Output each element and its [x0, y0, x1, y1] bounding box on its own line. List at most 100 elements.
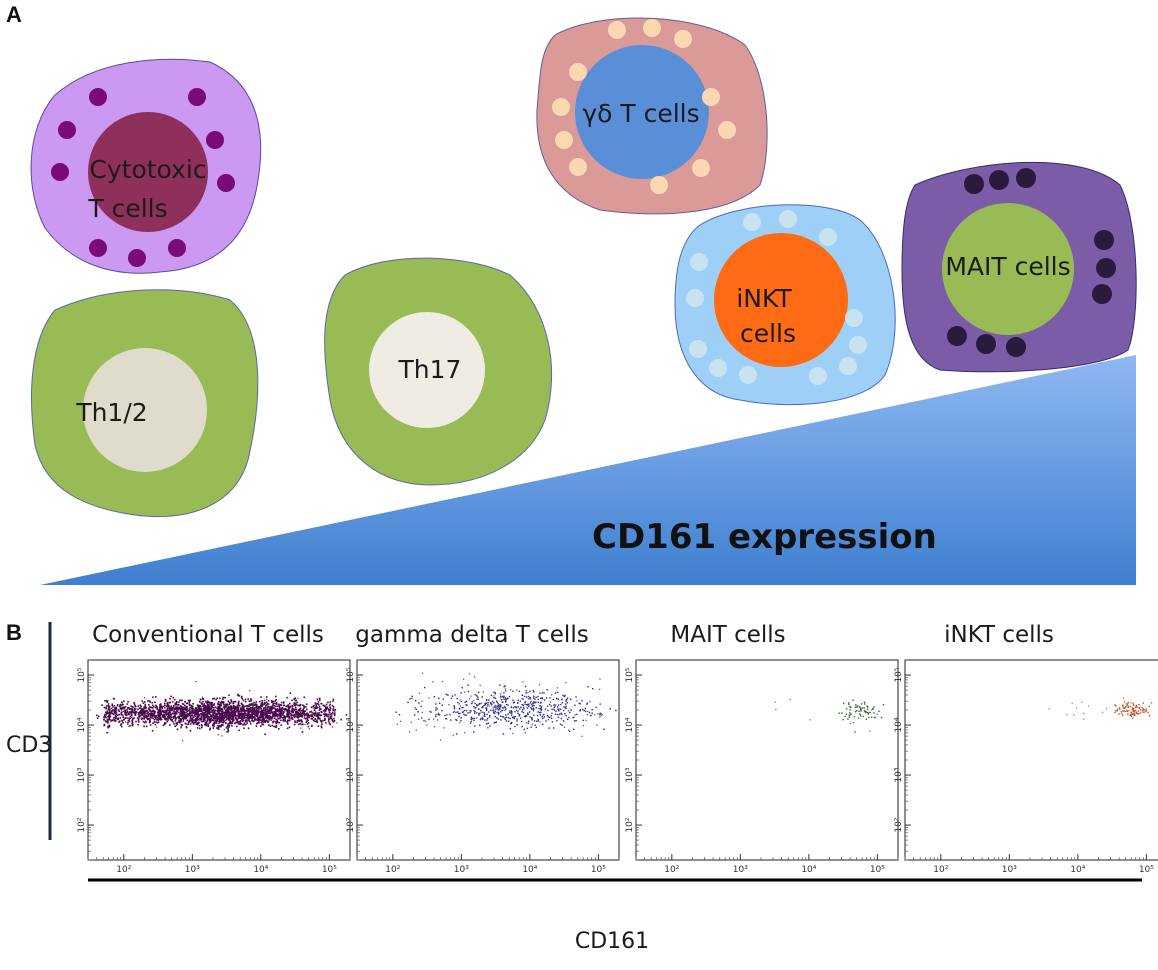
data-point	[872, 708, 874, 710]
data-point	[527, 698, 530, 700]
data-point	[138, 713, 140, 715]
data-point	[439, 702, 441, 704]
data-point	[849, 705, 851, 708]
data-point	[242, 704, 244, 706]
data-point	[308, 716, 310, 719]
data-point	[134, 705, 137, 708]
data-point	[284, 720, 286, 722]
data-point	[499, 707, 501, 710]
data-point	[531, 717, 533, 719]
data-point	[319, 699, 321, 701]
data-point	[131, 722, 133, 725]
data-point	[159, 703, 161, 706]
data-point	[203, 720, 205, 723]
data-point	[1130, 715, 1133, 718]
data-point	[255, 701, 258, 703]
data-point	[452, 711, 455, 714]
data-point	[519, 708, 521, 710]
data-point	[1122, 710, 1124, 712]
data-point	[418, 692, 421, 694]
data-point	[275, 726, 278, 729]
data-point	[189, 716, 192, 718]
data-point	[1126, 709, 1128, 712]
data-point	[217, 734, 219, 736]
data-point	[1137, 710, 1140, 712]
data-point	[220, 721, 222, 723]
data-point	[336, 722, 338, 724]
data-point	[469, 711, 471, 714]
data-point	[268, 718, 271, 720]
data-point	[512, 707, 515, 709]
data-point	[299, 719, 302, 722]
data-point	[115, 716, 118, 718]
data-point	[190, 714, 192, 717]
data-point	[848, 702, 850, 704]
data-point	[239, 704, 241, 707]
data-point	[187, 713, 189, 715]
data-point	[217, 701, 220, 703]
data-point	[166, 708, 169, 710]
data-point	[236, 719, 239, 721]
data-point	[202, 700, 204, 703]
data-point	[232, 705, 235, 707]
data-point	[195, 681, 197, 683]
data-point	[109, 715, 112, 718]
data-point	[494, 706, 496, 708]
data-point	[219, 713, 221, 715]
data-point	[518, 690, 521, 693]
data-point	[503, 692, 505, 694]
data-point	[244, 698, 247, 701]
data-point	[191, 711, 193, 713]
data-point	[535, 726, 537, 729]
data-point	[424, 720, 427, 722]
data-point	[121, 719, 123, 722]
data-point	[318, 704, 320, 706]
data-point	[277, 714, 280, 716]
data-point	[535, 707, 537, 709]
data-point	[221, 721, 224, 723]
data-point	[147, 714, 150, 717]
data-point	[159, 707, 161, 709]
y-tick-label: 10²	[346, 817, 356, 832]
data-point	[436, 719, 439, 721]
data-point	[299, 713, 302, 715]
data-point	[123, 706, 125, 708]
data-point	[303, 696, 306, 699]
data-point	[182, 708, 185, 711]
data-point	[103, 716, 105, 718]
data-point	[329, 701, 332, 703]
data-point	[180, 712, 182, 715]
data-point	[1147, 711, 1149, 714]
data-point	[251, 707, 254, 709]
data-point	[214, 721, 216, 724]
data-point	[108, 705, 110, 708]
data-point	[283, 715, 286, 717]
data-point	[526, 704, 528, 706]
data-point	[133, 703, 136, 705]
data-point	[1122, 705, 1124, 708]
data-point	[264, 720, 267, 722]
data-point	[197, 706, 200, 708]
data-point	[217, 728, 219, 730]
data-point	[258, 706, 260, 708]
data-point	[240, 710, 243, 713]
data-point	[572, 716, 574, 719]
data-point	[230, 714, 232, 716]
data-point	[301, 723, 303, 726]
data-point	[211, 719, 213, 721]
data-point	[235, 706, 237, 708]
data-point	[436, 708, 438, 710]
data-point	[171, 708, 173, 711]
data-point	[205, 713, 208, 716]
data-point	[226, 712, 229, 715]
inkt-cell: iNKT cells	[674, 204, 896, 406]
data-point	[548, 703, 551, 706]
data-point	[283, 711, 285, 713]
data-point	[484, 713, 486, 715]
panel-label-b: B	[6, 620, 22, 645]
data-point	[264, 714, 266, 716]
data-point	[328, 711, 331, 714]
data-point	[253, 713, 256, 715]
data-point	[239, 710, 241, 713]
